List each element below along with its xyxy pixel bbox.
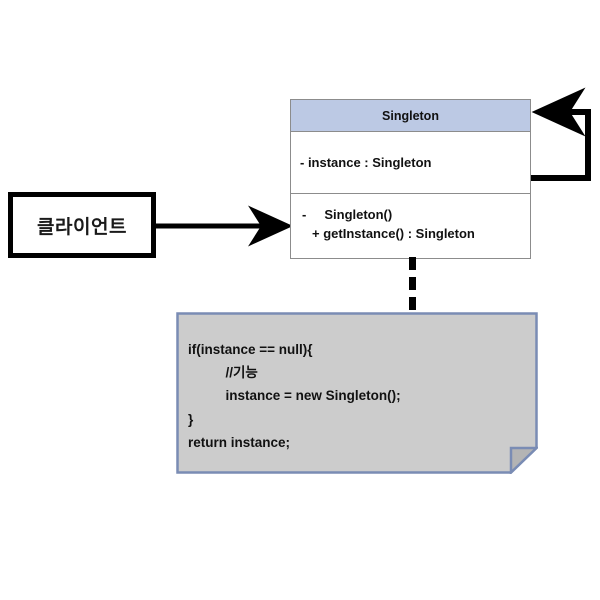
code-line-1: if(instance == null){: [188, 342, 313, 357]
code-line-3: instance = new Singleton();: [188, 388, 401, 404]
class-attributes-compartment: - instance : Singleton: [291, 132, 530, 194]
code-line-5: return instance;: [188, 434, 291, 450]
method-getinstance: + getInstance() : Singleton: [300, 225, 530, 244]
self-loop-path: [531, 87, 591, 181]
class-header: Singleton: [291, 100, 530, 132]
code-line-2: //기능: [188, 365, 258, 381]
method-constructor-signature: Singleton(): [324, 207, 393, 222]
note-code-text: if(instance == null){ //기능 instance = ne…: [188, 338, 528, 454]
class-name-label: Singleton: [382, 108, 439, 123]
attribute-instance: - instance : Singleton: [300, 155, 432, 170]
code-note-box[interactable]: if(instance == null){ //기능 instance = ne…: [176, 312, 538, 474]
note-fold-corner: [509, 446, 538, 474]
client-box[interactable]: 클라이언트: [8, 192, 156, 258]
client-label: 클라이언트: [37, 216, 127, 238]
method-constructor-visibility: -: [302, 207, 307, 222]
class-methods-compartment: - Singleton() + getInstance() : Singleton: [291, 194, 530, 244]
code-line-4: }: [188, 411, 194, 427]
singleton-class-box[interactable]: Singleton - instance : Singleton - Single…: [290, 99, 531, 259]
note-shape: [176, 312, 538, 474]
method-getinstance-signature: + getInstance() : Singleton: [312, 225, 475, 241]
method-constructor: - Singleton(): [300, 206, 530, 225]
